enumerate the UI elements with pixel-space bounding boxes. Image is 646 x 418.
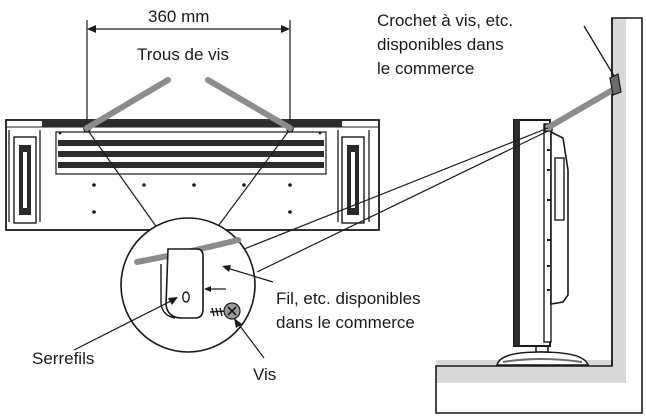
right-handle-slot [351, 152, 355, 208]
width-dimension-label: 360 mm [148, 7, 210, 26]
back-screws [58, 131, 322, 214]
tie-leader-arrow [168, 297, 178, 305]
wire-label-line1: Fil, etc. disponibles [276, 289, 421, 308]
cable-tie-shadow [160, 264, 176, 319]
zoom-leader-right [215, 131, 289, 230]
hook-label-line3: le commerce [377, 59, 475, 78]
side-handle [554, 157, 565, 221]
vent-row-2 [58, 151, 324, 157]
wire-leader-arrow [222, 265, 231, 272]
hook-leader [583, 25, 615, 77]
screw-label: Vis [253, 365, 277, 384]
right-edge-stripes [337, 130, 370, 222]
screw-slot-icon [227, 306, 237, 316]
side-ports [547, 149, 550, 291]
wall-shade [612, 18, 626, 360]
wall-hook-icon [609, 73, 622, 96]
zoom-leader-to-side [228, 127, 549, 256]
screw-holes-label: Trous de vis [137, 45, 229, 64]
vent-row-3 [58, 162, 324, 168]
zoom-leader-to-side-low [256, 130, 549, 273]
wire-label-line2: dans le commerce [276, 313, 415, 332]
insert-arrow-head [204, 286, 211, 292]
dimension-arrow-left [87, 25, 96, 33]
monitor-back-view [5, 20, 549, 273]
wire-to-wall [546, 85, 619, 130]
hook-label-line1: Crochet à vis, etc. [377, 11, 514, 30]
side-panel-bezel [514, 120, 520, 346]
screw-shaft-icon [209, 307, 227, 317]
detail-magnifier [120, 217, 256, 353]
left-handle-slot [23, 152, 27, 208]
wall-wire [546, 25, 622, 130]
hole-wire-left [84, 77, 171, 131]
cable-tie-bracket [165, 248, 204, 319]
label-leaders [73, 265, 274, 359]
monitor-side-view [495, 119, 590, 366]
screw-leader-arrow [234, 318, 242, 328]
vent-row-1 [58, 140, 324, 146]
hole-wire-right [205, 77, 293, 131]
tie-label-leader [73, 299, 174, 351]
zoom-leader-left [88, 131, 159, 230]
top-vent [42, 121, 342, 127]
hook-label-line2: disponibles dans [377, 35, 504, 54]
tie-hole-icon [182, 291, 190, 303]
stand-base-shade [502, 358, 583, 363]
left-edge-stripes [8, 130, 41, 222]
wire-label-leader [226, 267, 274, 283]
dimension-arrow-right [281, 25, 290, 33]
side-panel-back [543, 123, 552, 343]
screw-label-leader [236, 321, 265, 359]
cable-tie-label: Serrefils [32, 349, 95, 368]
